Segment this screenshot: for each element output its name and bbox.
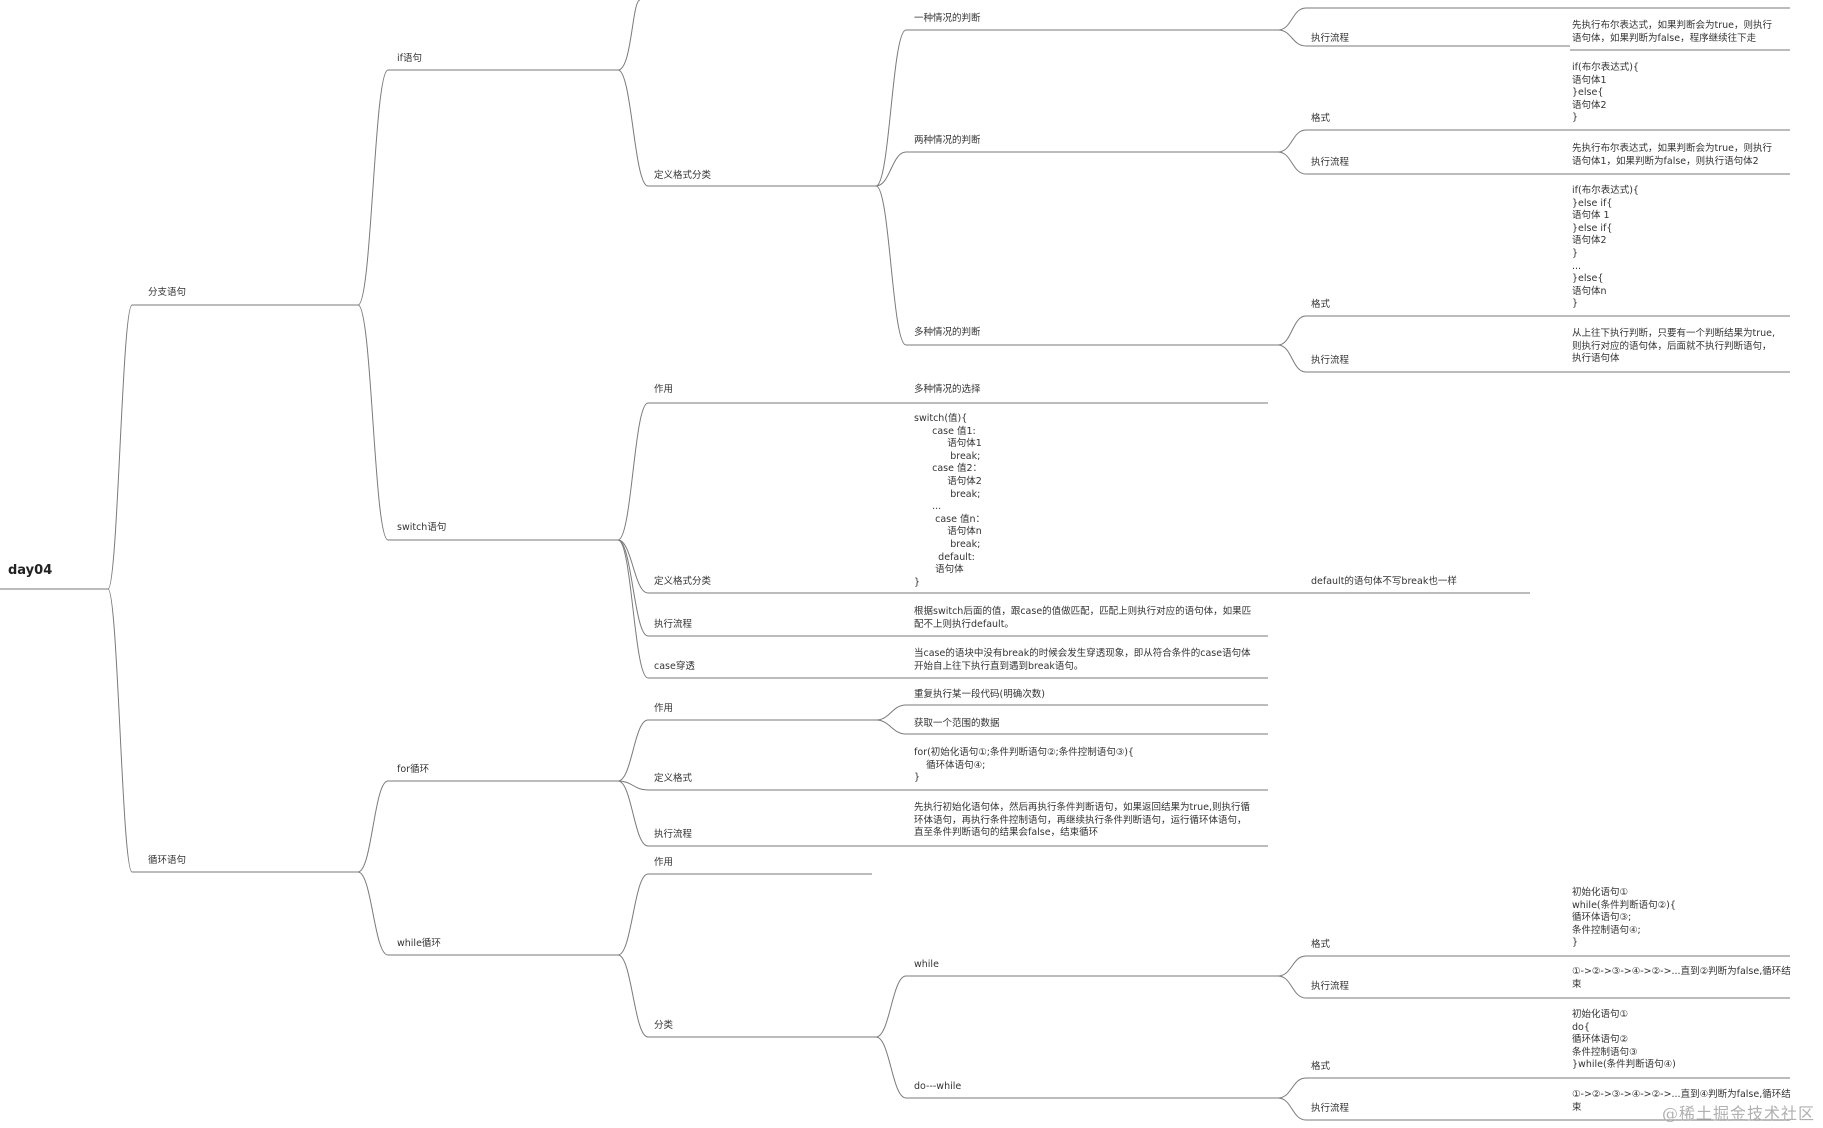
node-if-multi-case[interactable]: 多种情况的判断 [914, 327, 981, 338]
node-if-multi-format-text: if(布尔表达式){ }else if{ 语句体 1 }else if{ 语句体… [1572, 185, 1639, 310]
node-do-while-format-text: 初始化语句① do{ 循环体语句② 条件控制语句③ }while(条件判断语句④… [1572, 1009, 1676, 1071]
node-while-classify[interactable]: 分类 [654, 1020, 674, 1031]
node-switch-statement[interactable]: switch语句 [397, 522, 447, 533]
node-do-while-flow-text: ①->②->③->④->②->...直到④判断为false,循环结 束 [1572, 1089, 1791, 1113]
node-switch-flow-text: 根据switch后面的值，跟case的值做匹配，匹配上则执行对应的语句体，如果匹… [914, 606, 1252, 630]
node-if-two-case[interactable]: 两种情况的判断 [914, 135, 981, 146]
node-if-multi-flow-text: 从上往下执行判断，只要有一个判断结果为true, 则执行对应的语句体，后面就不执… [1572, 328, 1776, 365]
node-for-define-text: for(初始化语句①;条件判断语句②;条件控制语句③){ 循环体语句④; } [914, 747, 1134, 784]
node-for-role[interactable]: 作用 [654, 703, 674, 714]
node-for-define[interactable]: 定义格式 [654, 773, 693, 784]
node-switch-flow[interactable]: 执行流程 [654, 619, 693, 630]
node-if-multi-format[interactable]: 格式 [1311, 299, 1331, 310]
node-while-type[interactable]: while [914, 959, 939, 970]
node-while-format-text: 初始化语句① while(条件判断语句②){ 循环体语句③; 条件控制语句④; … [1572, 887, 1676, 949]
node-switch-role[interactable]: 作用 [654, 384, 674, 395]
node-switch-penetrate-text: 当case的语块中没有break的时候会发生穿透现象，即从符合条件的case语句… [914, 648, 1251, 672]
node-while-format[interactable]: 格式 [1311, 939, 1331, 950]
node-if-multi-flow[interactable]: 执行流程 [1311, 355, 1350, 366]
node-switch-penetrate[interactable]: case穿透 [654, 661, 695, 672]
node-for-loop[interactable]: for循环 [397, 764, 430, 775]
node-if-two-format[interactable]: 格式 [1311, 113, 1331, 124]
node-do-while-format[interactable]: 格式 [1311, 1061, 1331, 1072]
root-node[interactable]: day04 [8, 563, 53, 578]
node-if-two-flow[interactable]: 执行流程 [1311, 157, 1350, 168]
node-for-flow-text: 先执行初始化语句体，然后再执行条件判断语句，如果返回结果为true,则执行循 环… [914, 802, 1251, 839]
node-while-loop[interactable]: while循环 [397, 938, 441, 949]
node-for-role-text-1: 重复执行某一段代码(明确次数) [914, 689, 1045, 700]
node-switch-default-note: default的语句体不写break也一样 [1311, 576, 1457, 587]
node-while-role[interactable]: 作用 [654, 857, 674, 868]
node-if-statement[interactable]: if语句 [397, 53, 422, 64]
node-if-two-format-text: if(布尔表达式){ 语句体1 }else{ 语句体2 } [1572, 62, 1639, 124]
node-switch-define[interactable]: 定义格式分类 [654, 576, 712, 587]
node-for-flow[interactable]: 执行流程 [654, 829, 693, 840]
node-if-one-case[interactable]: 一种情况的判断 [914, 13, 981, 24]
node-branch-statement[interactable]: 分支语句 [148, 287, 187, 298]
node-if-define[interactable]: 定义格式分类 [654, 170, 712, 181]
node-switch-role-text: 多种情况的选择 [914, 384, 981, 395]
node-while-flow[interactable]: 执行流程 [1311, 981, 1350, 992]
node-if-two-flow-text: 先执行布尔表达式，如果判断会为true，则执行 语句体1，如果判断为false，… [1572, 143, 1772, 167]
node-do-while-flow[interactable]: 执行流程 [1311, 1103, 1350, 1114]
watermark-text: @稀土掘金技术社区 [1661, 1104, 1815, 1123]
node-if-one-flow-text: 先执行布尔表达式，如果判断会为true，则执行 语句体，如果判断为false，程… [1572, 20, 1772, 44]
node-if-one-flow[interactable]: 执行流程 [1311, 33, 1350, 44]
node-while-flow-text: ①->②->③->④->②->...直到②判断为false,循环结 束 [1572, 966, 1791, 990]
node-for-role-text-2: 获取一个范围的数据 [914, 718, 1000, 729]
node-do-while-type[interactable]: do---while [914, 1081, 962, 1092]
node-switch-code: switch(值){ case 值1: 语句体1 break; case 值2：… [914, 413, 986, 588]
node-loop-statement[interactable]: 循环语句 [148, 855, 187, 866]
